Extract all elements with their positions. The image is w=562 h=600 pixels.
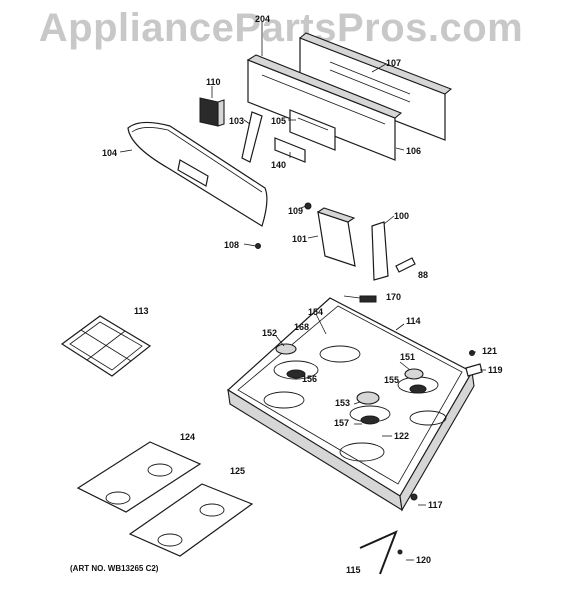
callout-105: 105 [271,116,287,126]
callout-108: 108 [224,240,240,250]
callout-leader-lines [119,22,486,561]
callout-153: 153 [335,398,351,408]
callout-109: 109 [288,206,304,216]
part-switch[interactable] [199,97,225,127]
callout-156: 156 [302,374,318,384]
callout-101: 101 [292,234,308,244]
part-grate[interactable] [60,315,152,377]
callout-124: 124 [180,432,196,442]
part-rod-115[interactable] [359,530,398,575]
callout-157: 157 [334,418,350,428]
callout-120: 120 [416,555,432,565]
callout-103: 103 [229,116,245,126]
callout-125: 125 [230,466,246,476]
part-screw-121[interactable] [469,350,475,356]
callout-107: 107 [386,58,402,68]
part-screw-120[interactable] [397,549,403,555]
part-side-trim[interactable] [371,221,389,281]
callout-88: 88 [418,270,429,280]
callout-104: 104 [102,148,118,158]
callout-100: 100 [394,211,410,221]
part-control-module[interactable] [274,109,336,163]
callout-154: 154 [308,307,324,317]
callout-121: 121 [482,346,498,356]
part-clip-88[interactable] [395,257,416,273]
callout-114: 114 [406,316,421,326]
callout-119: 119 [488,365,503,375]
callout-122: 122 [394,431,410,441]
part-screw-117[interactable] [410,493,418,501]
callout-155: 155 [384,375,400,385]
part-clip-119[interactable] [465,363,483,377]
part-backguard-bracket[interactable] [246,54,403,161]
art-number: (ART NO. WB13265 C2) [70,564,159,573]
part-screw-170[interactable] [359,295,377,303]
callout-113: 113 [134,306,149,316]
callout-151: 151 [400,352,416,362]
callout-168: 168 [294,322,310,332]
callout-152: 152 [262,328,278,338]
callout-106: 106 [406,146,422,156]
callout-204: 204 [255,14,271,24]
part-control-bracket[interactable] [241,111,263,163]
watermark-text: AppliancePartsPros.com [38,6,524,50]
callout-115: 115 [346,565,361,575]
part-side-bracket[interactable] [316,207,356,267]
part-screw-108[interactable] [255,243,261,249]
part-drip-pan-125[interactable] [128,483,254,557]
callout-170: 170 [386,292,402,302]
part-rear-panel[interactable] [298,32,453,141]
callout-117: 117 [428,500,443,510]
part-drip-pan-124[interactable] [76,441,202,513]
part-burner-caps[interactable] [275,343,427,425]
callout-110: 110 [206,77,221,87]
part-control-panel[interactable] [127,121,268,227]
callout-140: 140 [271,160,287,170]
